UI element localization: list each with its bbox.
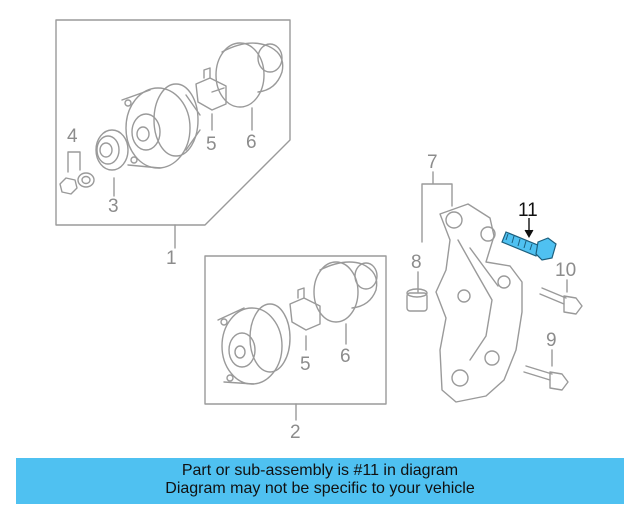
assembly-1-frame bbox=[55, 19, 291, 226]
callout-2: 2 bbox=[290, 422, 301, 443]
nut-washer-icon bbox=[59, 172, 95, 195]
info-banner: Part or sub-assembly is #11 in diagram D… bbox=[16, 458, 624, 504]
bolt-11-highlighted-icon[interactable] bbox=[501, 218, 557, 261]
callout-7: 7 bbox=[427, 152, 438, 173]
pulley-icon bbox=[95, 129, 129, 171]
bushing-icon bbox=[406, 288, 428, 312]
callout-6-upper: 6 bbox=[246, 132, 257, 153]
cover-2-icon bbox=[313, 261, 378, 323]
bolt-9-icon bbox=[523, 365, 569, 391]
regulator-2-icon bbox=[289, 287, 321, 331]
assembly-2-frame bbox=[204, 255, 387, 405]
bracket-icon bbox=[435, 203, 523, 403]
callout-5-lower: 5 bbox=[300, 354, 311, 375]
callout-8: 8 bbox=[411, 252, 422, 273]
callout-9: 9 bbox=[546, 330, 557, 351]
callout-3: 3 bbox=[108, 196, 119, 217]
callout-1: 1 bbox=[166, 248, 177, 269]
callout-4: 4 bbox=[67, 126, 78, 147]
callout-6-lower: 6 bbox=[340, 346, 351, 367]
alternator-icon bbox=[121, 83, 201, 169]
callout-11: 11 bbox=[518, 200, 538, 221]
banner-line-2: Diagram may not be specific to your vehi… bbox=[165, 480, 475, 497]
regulator-icon bbox=[195, 67, 227, 111]
bolt-10-icon bbox=[539, 287, 583, 315]
cover-icon bbox=[215, 42, 284, 108]
banner-line-1: Part or sub-assembly is #11 in diagram bbox=[181, 462, 459, 479]
alternator-2-icon bbox=[217, 303, 291, 385]
callout-10: 10 bbox=[555, 260, 576, 281]
callout-5-upper: 5 bbox=[206, 134, 217, 155]
